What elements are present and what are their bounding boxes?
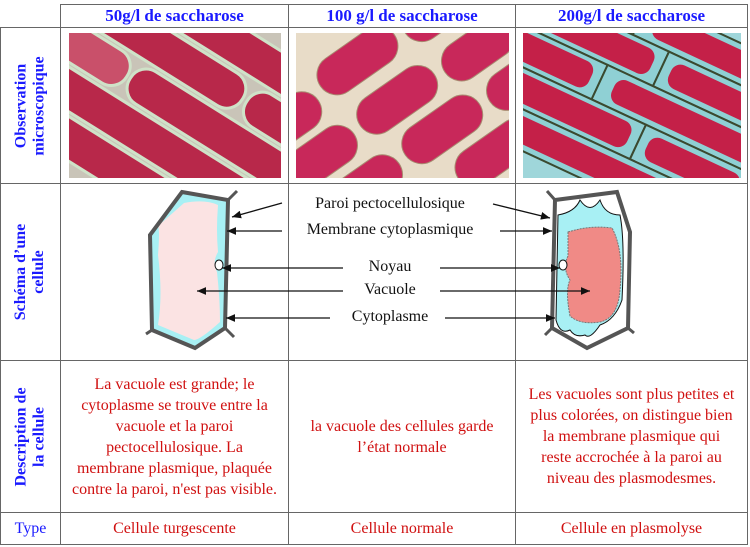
description-text: La vacuole est grande; le cytoplasme se … bbox=[71, 375, 278, 498]
nucleus-icon bbox=[214, 259, 224, 271]
column-header-label: 100 g/l de saccharose bbox=[326, 6, 478, 25]
observation-cell-100 bbox=[288, 27, 516, 184]
description-cell-200: Les vacuoles sont plus petites et plus c… bbox=[515, 360, 748, 513]
micrograph-normal bbox=[295, 33, 509, 178]
label-arrows bbox=[197, 202, 590, 322]
label-membrane: Membrane cytoplasmique bbox=[306, 221, 474, 238]
column-header-label: 50g/l de saccharose bbox=[105, 6, 244, 25]
type-text: Cellule turgescente bbox=[113, 519, 236, 537]
observation-cell-200 bbox=[515, 27, 748, 184]
description-text: Les vacuoles sont plus petites et plus c… bbox=[528, 386, 735, 487]
column-header-label: 200g/l de saccharose bbox=[557, 6, 705, 25]
type-text: Cellule normale bbox=[350, 519, 454, 537]
label-cytoplasme: Cytoplasme bbox=[351, 308, 429, 325]
description-cell-50: La vacuole est grande; le cytoplasme se … bbox=[60, 360, 289, 513]
label-noyau: Noyau bbox=[368, 258, 412, 275]
type-cell-50: Cellule turgescente bbox=[60, 512, 289, 545]
turgescent-cell-diagram bbox=[145, 189, 239, 351]
type-cell-100: Cellule normale bbox=[288, 512, 516, 545]
label-paroi: Paroi pectocellulosique bbox=[315, 195, 465, 212]
nucleus-icon bbox=[558, 259, 568, 271]
plasmolysed-cell-diagram bbox=[543, 189, 635, 351]
observation-cell-50 bbox=[60, 27, 289, 184]
row-label-text: Type bbox=[14, 519, 47, 537]
type-text: Cellule en plasmolyse bbox=[560, 519, 703, 537]
micrograph-turgescent bbox=[68, 33, 281, 178]
micrograph-plasmolysis bbox=[522, 33, 741, 178]
label-vacuole: Vacuole bbox=[364, 281, 416, 298]
description-cell-100: la vacuole des cellules garde l’état nor… bbox=[288, 360, 516, 513]
type-cell-200: Cellule en plasmolyse bbox=[515, 512, 748, 545]
description-text: la vacuole des cellules garde l’état nor… bbox=[310, 417, 494, 456]
